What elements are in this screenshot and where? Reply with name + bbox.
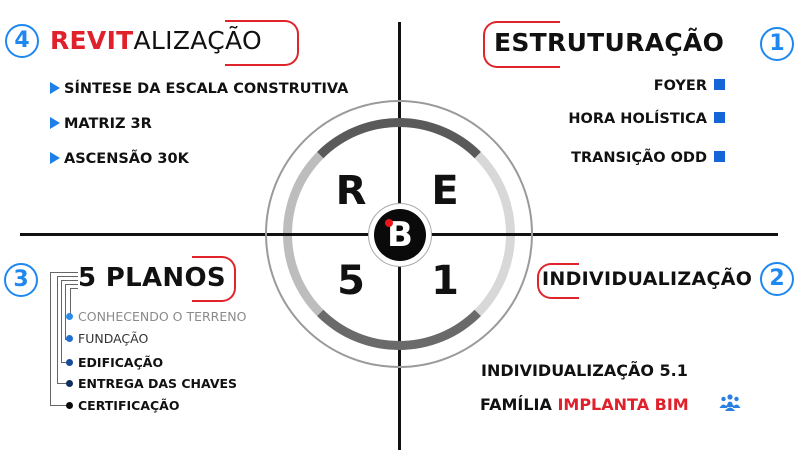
dot-icon [66,380,73,387]
center-letter-1: 1 [431,258,459,304]
title-red-bracket [192,256,236,302]
square-icon [714,151,725,162]
tree-connector [50,272,69,406]
title-accent: REVIT [50,26,134,55]
title-red-bracket [537,263,579,299]
logo-red-dot [385,219,393,227]
triangle-right-icon [50,117,60,129]
center-letter-e: E [431,168,459,214]
people-group-icon [719,394,741,411]
individualizacao-line1: INDIVIDUALIZAÇÃO 5.1 [481,361,688,380]
center-letter-5: 5 [337,258,365,304]
tree-connector [70,288,78,289]
revitalizacao-item: ASCENSÃO 30K [50,150,189,168]
step-number-4: 4 [5,24,39,58]
square-icon [714,112,725,123]
dot-icon [66,402,73,409]
step-number-2: 2 [760,262,794,296]
tree-connector [61,280,69,363]
dot-icon [66,335,73,342]
center-letter-r: R [335,168,367,214]
plan-item: CERTIFICAÇÃO [78,398,180,413]
tree-connector [65,284,69,340]
revitalizacao-item: MATRIZ 3R [50,115,152,133]
individualizacao-line2: FAMÍLIA IMPLANTA BIM [480,395,689,414]
tree-connector [57,276,69,384]
dot-icon [66,359,73,366]
title-red-bracket [225,20,299,66]
individualizacao-title: INDIVIDUALIZAÇÃO [542,268,753,290]
dot-icon [66,313,73,320]
triangle-right-icon [50,152,60,164]
square-icon [714,79,725,90]
plan-item: ENTREGA DAS CHAVES [78,376,238,391]
tree-connector [50,272,78,273]
revitalizacao-item: SÍNTESE DA ESCALA CONSTRUTIVA [50,80,348,98]
step-number-1: 1 [760,27,794,61]
title-red-bracket [483,21,560,68]
plan-item: EDIFICAÇÃO [78,355,164,370]
estruturacao-item: TRANSIÇÃO ODD [571,149,725,167]
tree-connector [70,288,71,316]
outer-ring [265,100,533,368]
estruturacao-item: HORA HOLÍSTICA [568,110,725,128]
triangle-right-icon [50,82,60,94]
estruturacao-title: ESTRUTURAÇÃO [494,28,725,57]
estruturacao-item: FOYER [654,77,725,95]
brand-logo: B [374,209,426,261]
revitalizacao-title: REVITALIZAÇÃO [50,26,262,56]
step-number-3: 3 [4,263,38,297]
tree-connector [57,276,78,277]
plan-item: CONHECENDO O TERRENO [78,309,247,324]
implanta-bim-accent: IMPLANTA BIM [557,395,689,414]
tree-connector [65,284,78,285]
title-rest: ALIZAÇÃO [133,26,262,55]
planos-title: 5 PLANOS [78,263,226,293]
plan-item: FUNDAÇÃO [78,331,149,346]
tree-connector [61,280,78,281]
